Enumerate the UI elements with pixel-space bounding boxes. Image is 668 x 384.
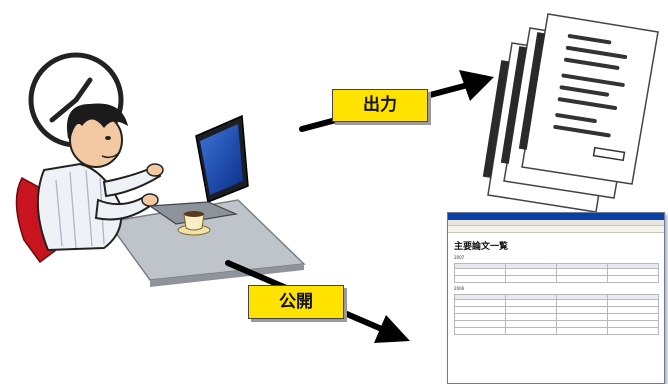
printed-documents-icon [482, 13, 659, 213]
publish-label: 公開 [248, 285, 344, 319]
browser-menu-bar [448, 220, 664, 226]
papers-table-1 [454, 263, 659, 283]
coffee-cup-icon [177, 211, 211, 236]
laptop-icon [148, 114, 249, 225]
year-heading-2: 2006 [454, 286, 465, 291]
browser-title-bar [448, 213, 664, 220]
output-label: 出力 [332, 89, 428, 122]
year-heading-1: 2007 [454, 255, 465, 260]
browser-address-bar [448, 226, 664, 233]
person-at-laptop-illustration [15, 52, 306, 287]
papers-table-2 [454, 294, 659, 335]
page-title: 主要論文一覧 [454, 242, 509, 252]
published-web-page-screenshot: 主要論文一覧 2007 2006 [447, 212, 665, 384]
